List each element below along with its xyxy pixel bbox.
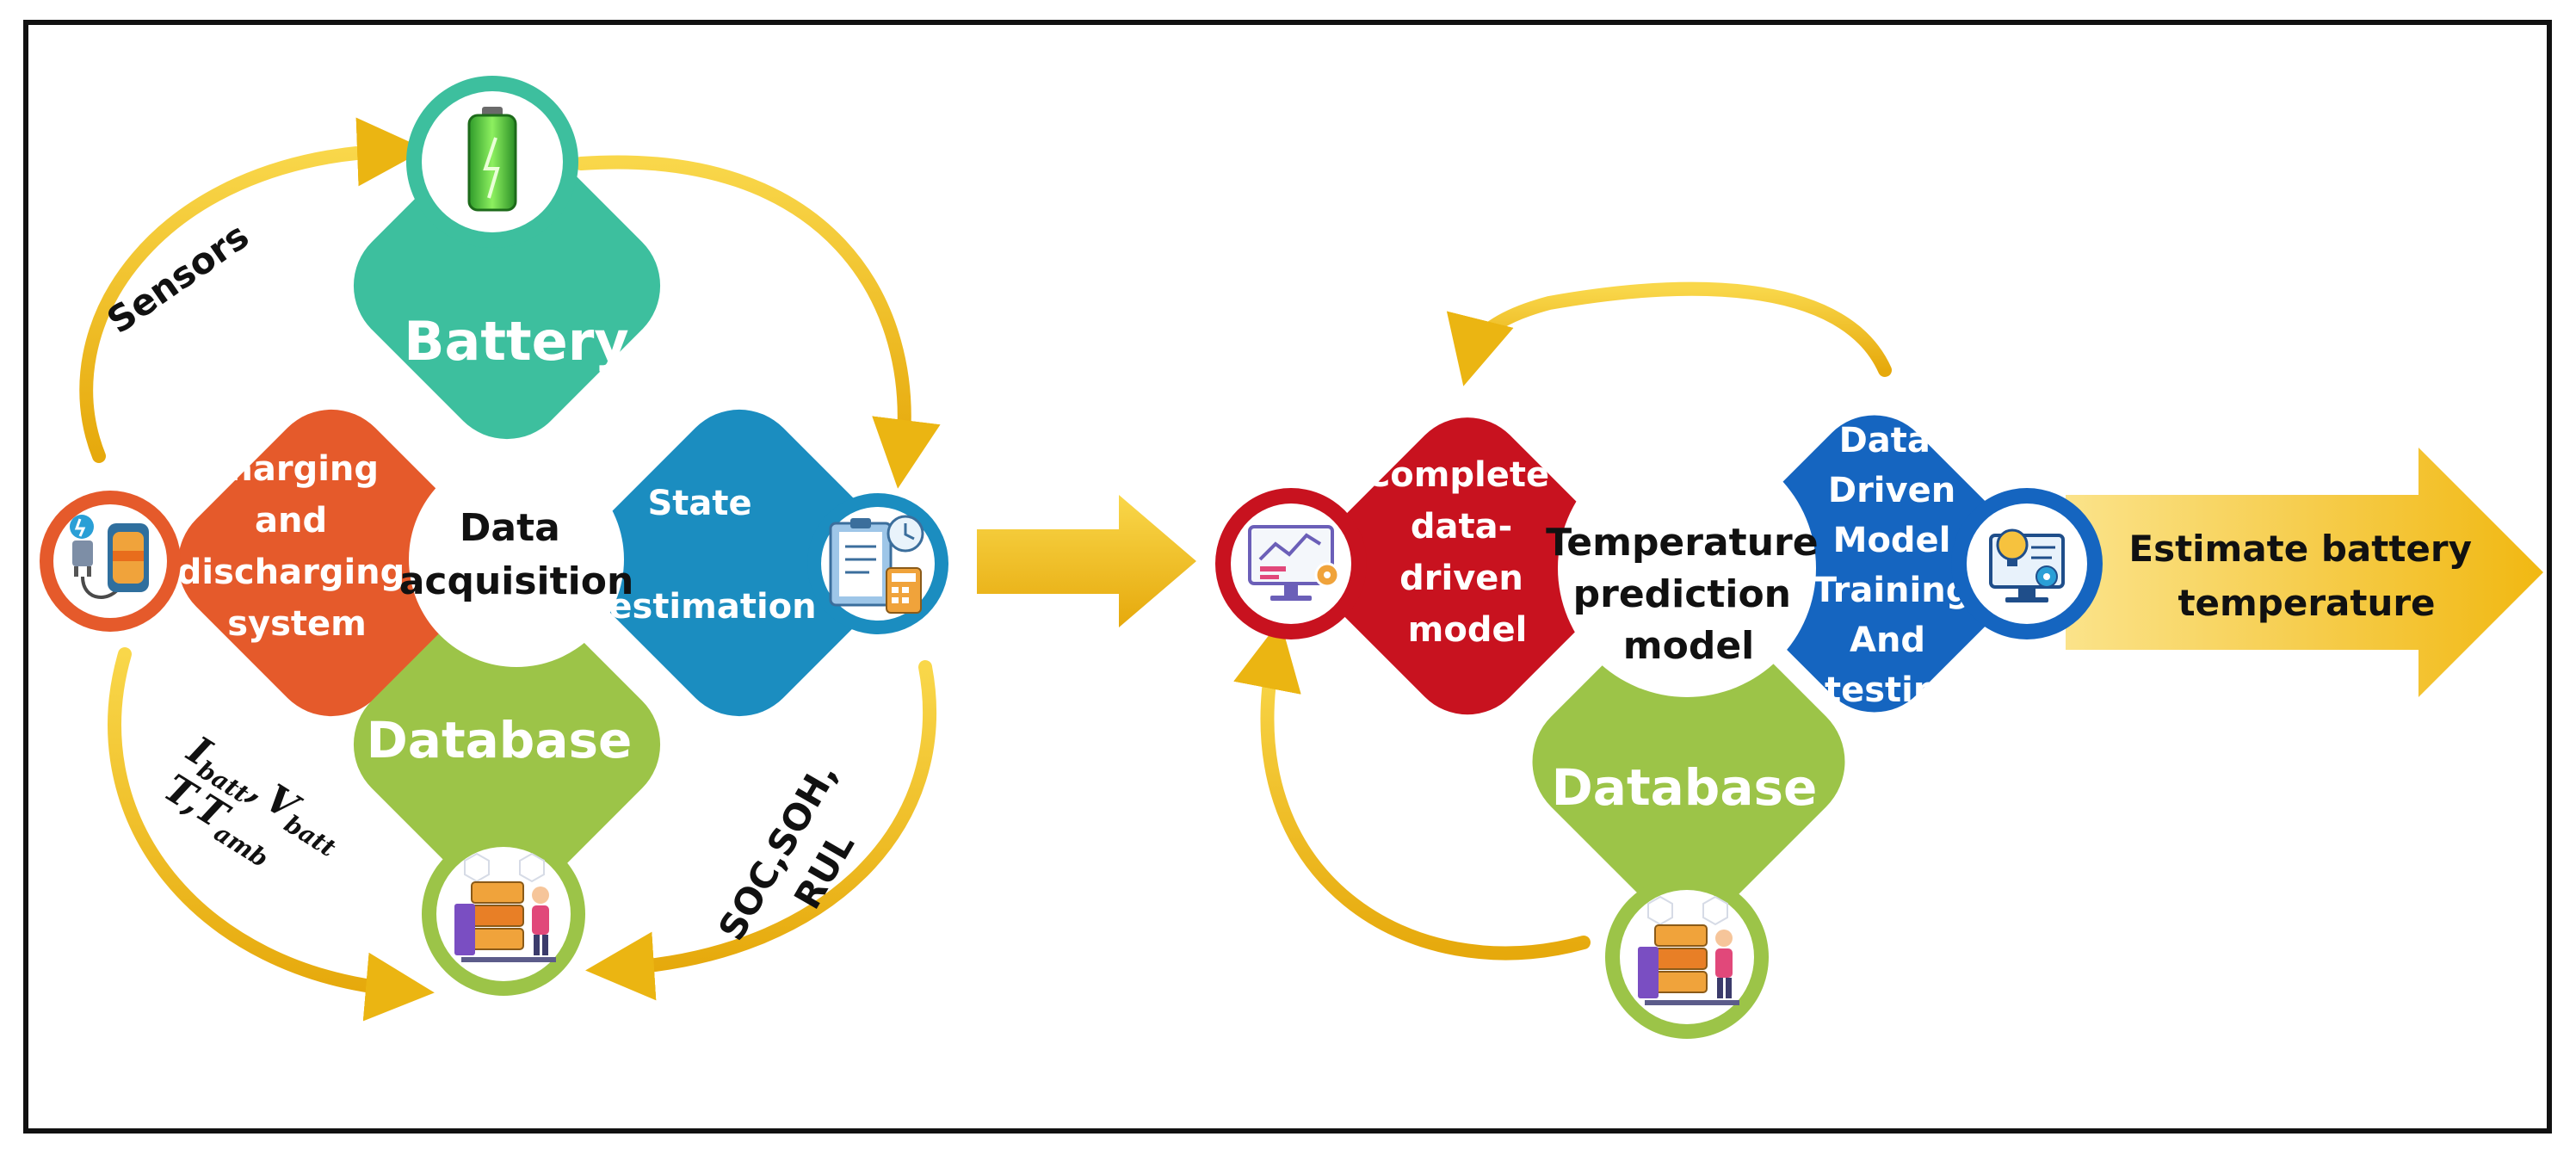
database-worker-icon-right [1605,875,1769,1039]
training-to-complete-arrow [1446,281,1892,386]
complete-model-petal [1319,417,1616,715]
measurements-arrow [108,647,435,1022]
sensors-arrow [79,117,426,463]
monitor-chart-gear-icon [1215,488,1367,639]
database-petal [353,590,661,899]
training-label: Data- Driven Model Training And testing [1813,421,1983,710]
complete-model-label: Complete data- driven model [1365,455,1561,650]
state-estimation-label: State estimation [608,484,816,627]
database-to-complete-arrow [1233,620,1591,961]
charging-label: Charging and discharging system [177,449,417,644]
estimate-temperature-label: Estimate battery temperature [2128,528,2484,624]
left-cycle: Battery Charging and discharging system … [40,76,948,1022]
training-petal [1726,415,2023,713]
data-acquisition-label: Data acquisition [399,506,634,603]
lightbulb-monitor-gear-icon [1951,488,2103,639]
database-worker-icon [422,832,585,996]
clipboard-calculator-icon [807,493,948,634]
soc-arrow [585,660,936,1001]
database-label-right: Database [1552,758,1818,817]
database-label-left: Database [367,711,633,769]
battery-label: Battery [404,310,628,373]
state-petal [585,409,893,717]
estimate-output-arrow [2066,448,2543,697]
middle-arrow [977,495,1196,627]
temperature-model-circle [1558,439,1816,697]
charger-plug-icon [40,491,181,632]
temperature-model-label: Temperature prediction model [1546,521,1832,668]
battery-to-state-arrow [574,155,941,489]
green-battery-icon [406,76,578,248]
charging-petal [177,409,485,717]
right-cycle: Complete data- driven model Temperature … [1215,281,2543,1039]
data-acquisition-circle [409,452,624,667]
database-petal-right [1532,605,1845,918]
measurements-label: Ibatt,Vbatt T,Tamb [157,727,341,873]
